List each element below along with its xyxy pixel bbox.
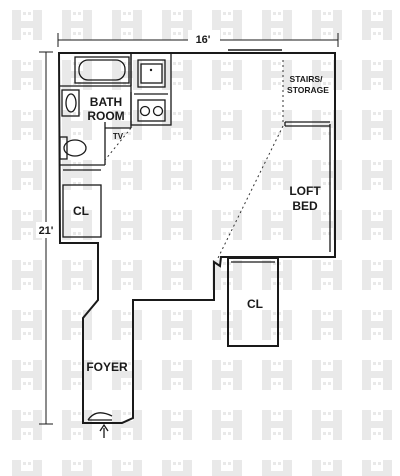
entry-door: [87, 412, 113, 421]
stairs: [284, 121, 331, 252]
width-label: 16': [196, 34, 211, 46]
height-label: 21': [39, 225, 54, 237]
loft-outline: [104, 60, 284, 259]
stove-icon: [137, 99, 166, 122]
bathtub-icon: [74, 56, 130, 84]
height-dimension: 21': [36, 51, 56, 425]
loft-label-line2: BED: [292, 199, 318, 213]
bathroom-label-line2: ROOM: [87, 109, 124, 123]
sink-icon: [61, 89, 80, 117]
kitchenette: [130, 52, 172, 126]
bathroom-label-line1: BATH: [90, 95, 122, 109]
entry-arrow-icon: [99, 423, 109, 438]
width-dimension: 16': [57, 30, 339, 47]
foyer-label: FOYER: [86, 360, 128, 374]
closet-center: [227, 257, 279, 347]
closet-left-label: CL: [73, 204, 89, 218]
stairs-label-line2: STORAGE: [287, 85, 329, 95]
closet-left: [62, 184, 102, 238]
tv-label: TV: [113, 132, 124, 141]
stairs-label-line1: STAIRS/: [290, 74, 324, 84]
toilet-icon: [59, 136, 87, 160]
closet-center-label: CL: [247, 297, 263, 311]
loft-label-line1: LOFT: [289, 184, 321, 198]
kitchen-sink-icon: [137, 59, 166, 88]
